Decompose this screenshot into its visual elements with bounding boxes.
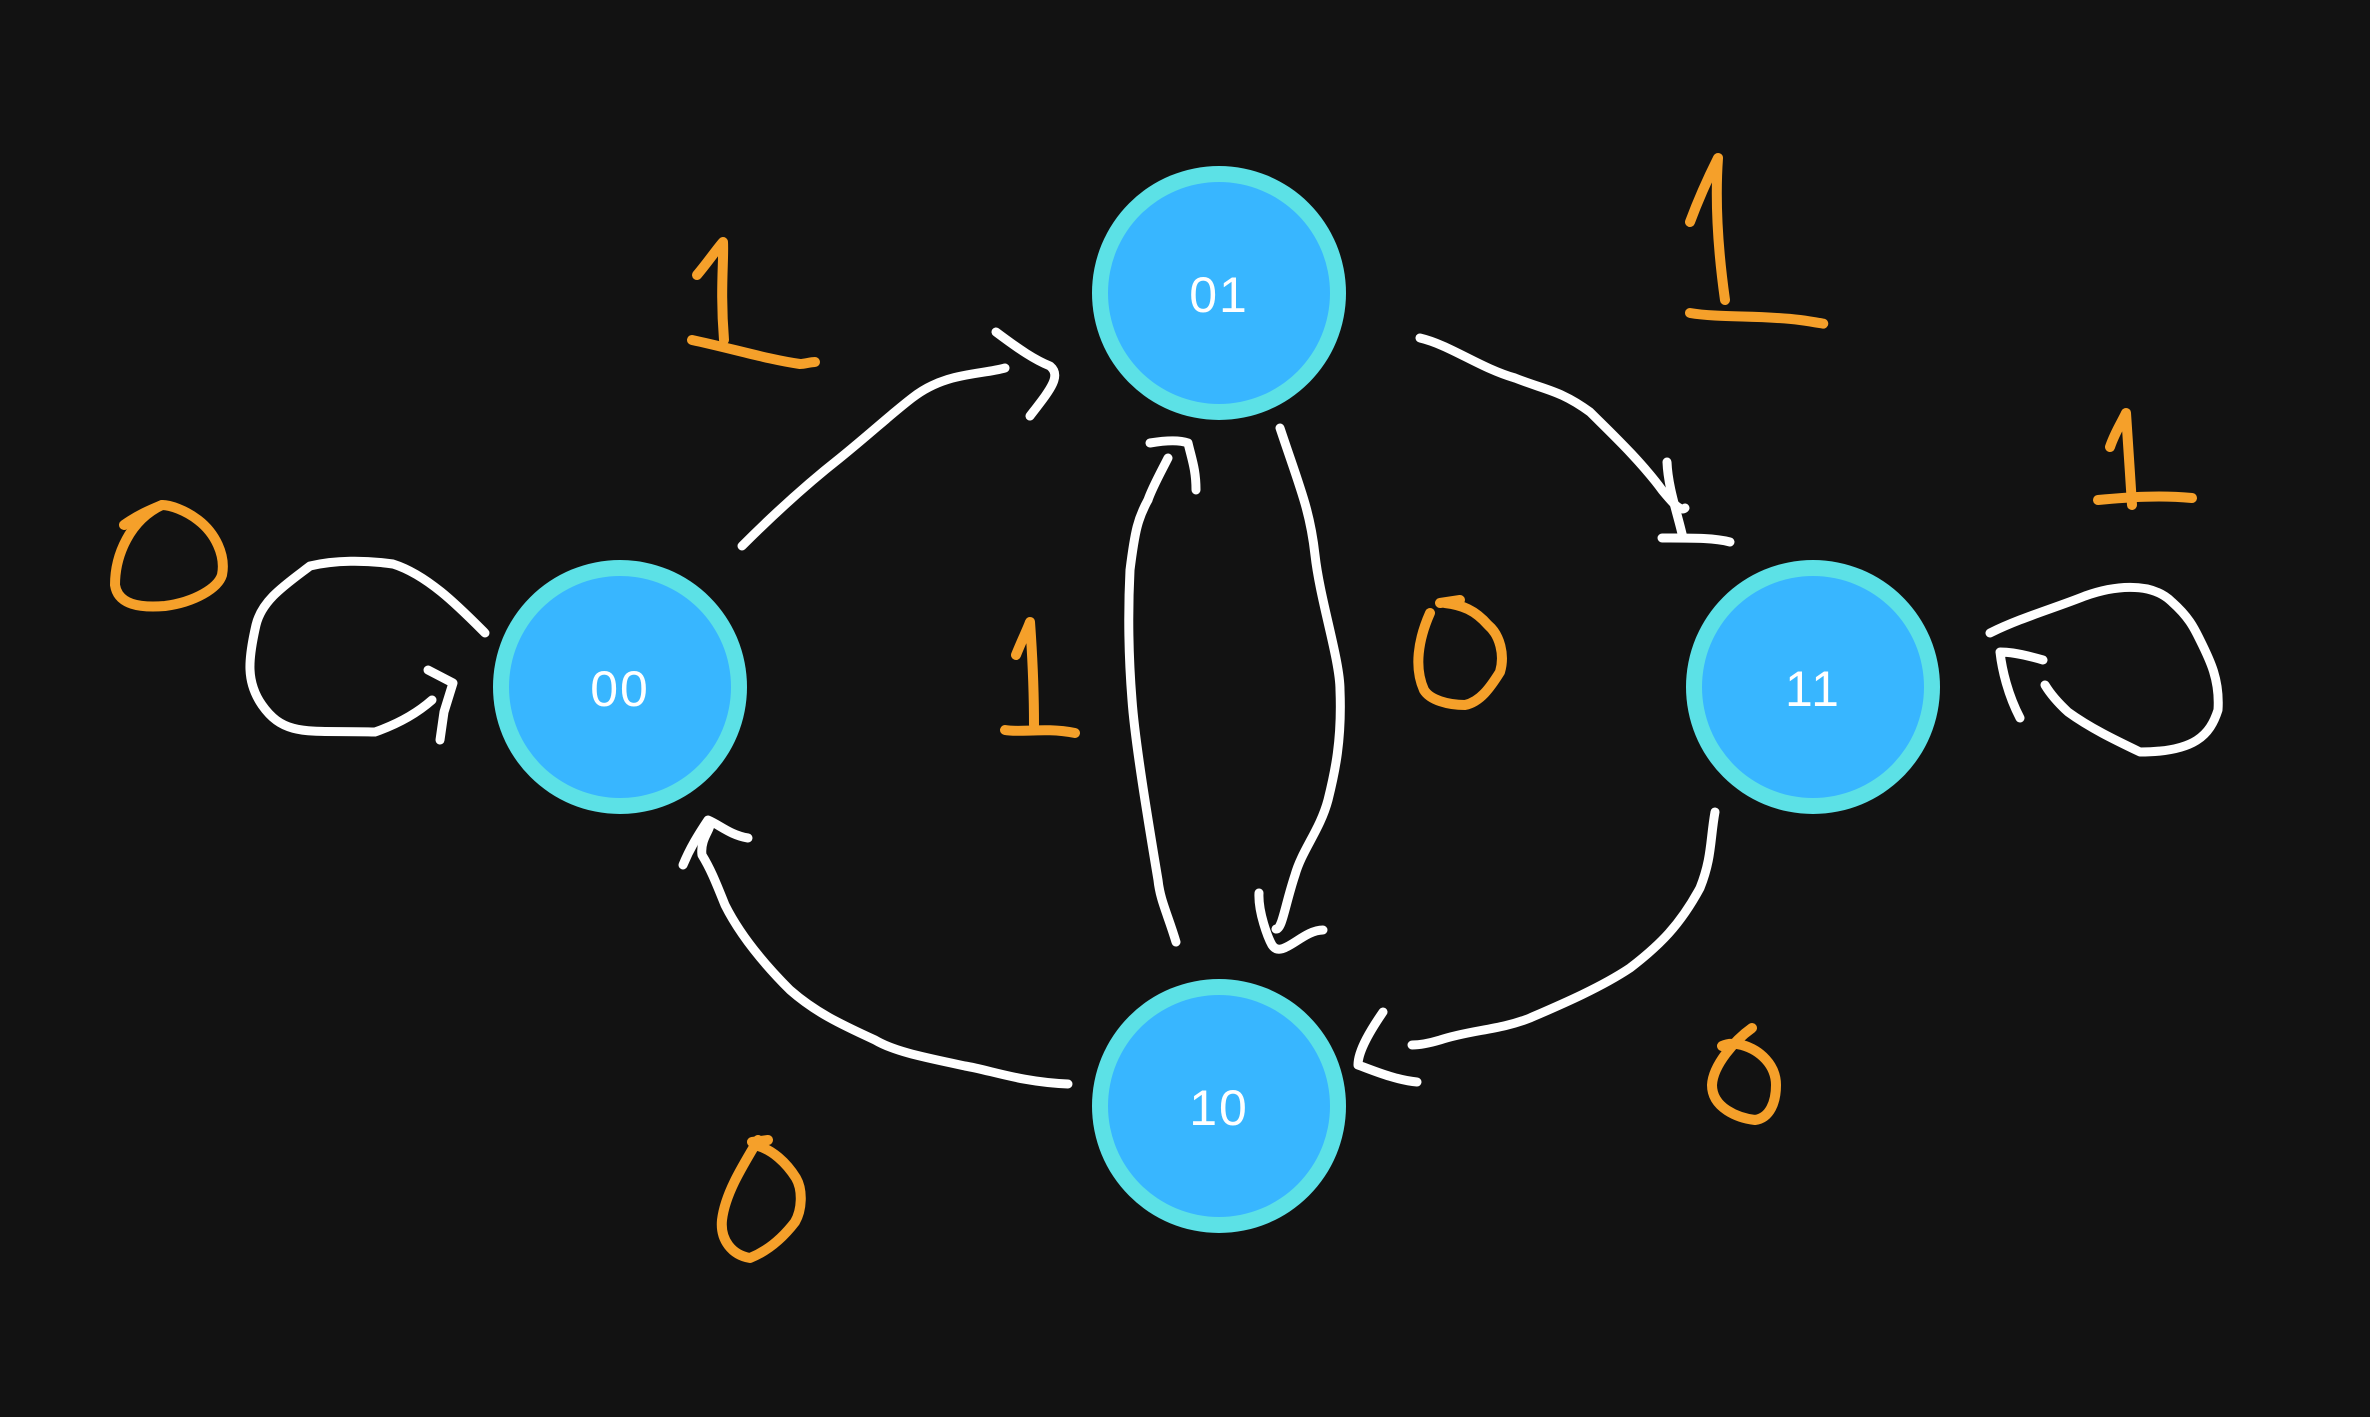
state-node-00: 00 <box>493 560 747 814</box>
edge-10-to-00 <box>678 815 1073 1089</box>
state-node-11: 11 <box>1686 560 1940 814</box>
state-label: 00 <box>590 661 650 717</box>
transition-label-01-10 <box>1413 595 1507 710</box>
transition-label-11-10 <box>1707 1023 1781 1125</box>
transition-label-10-01 <box>1000 617 1080 738</box>
edge-11-to-10 <box>1353 807 1720 1087</box>
frame-right-edge <box>2370 0 2373 1420</box>
transition-label-10-00 <box>716 1135 806 1263</box>
edge-10-to-01 <box>1124 436 1201 947</box>
edge-01-to-10 <box>1254 423 1345 954</box>
state-label: 01 <box>1189 267 1249 323</box>
transition-label-00-00 <box>110 500 228 612</box>
state-node-01: 01 <box>1092 166 1346 420</box>
state-label: 10 <box>1189 1080 1249 1136</box>
state-node-10: 10 <box>1092 979 1346 1233</box>
frame-bottom-edge <box>0 1417 2373 1420</box>
edge-11-to-11 <box>1985 582 2223 757</box>
transition-label-01-11 <box>1685 153 1829 329</box>
edge-01-to-11 <box>1415 333 1735 547</box>
transition-label-11-11 <box>2093 408 2197 510</box>
state-label: 11 <box>1785 661 1841 717</box>
edge-00-to-01 <box>737 327 1060 551</box>
transition-label-00-01 <box>687 237 820 369</box>
edge-00-to-00 <box>245 556 490 745</box>
